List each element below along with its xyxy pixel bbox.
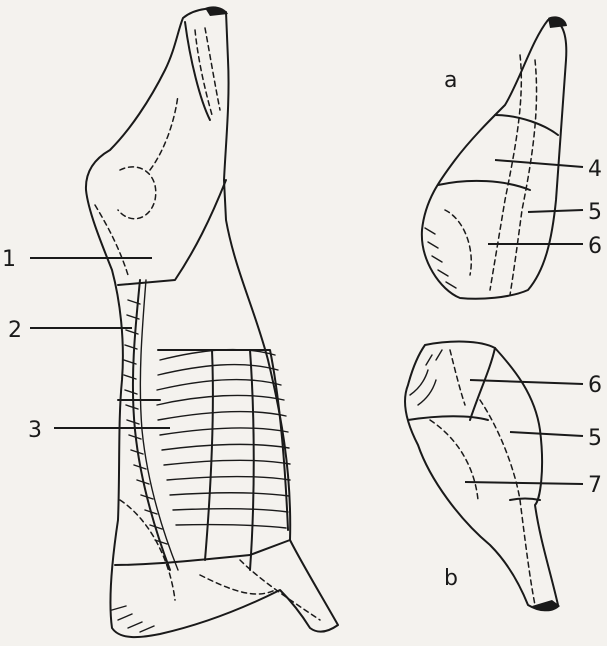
flank-line — [115, 540, 290, 565]
callout-b6: 6 — [588, 373, 602, 398]
callout-b7: 7 — [588, 473, 602, 498]
flank-dash-2 — [200, 575, 275, 594]
leader-a5 — [528, 210, 583, 212]
view-b-cut-line-3 — [510, 499, 540, 501]
leader-b6 — [470, 380, 583, 384]
view-label-a: a — [444, 68, 457, 93]
carcass-outline — [86, 9, 338, 637]
view-a-cut-line — [438, 181, 530, 190]
shank-tip — [205, 6, 228, 16]
callout-b5: 5 — [588, 426, 602, 451]
flank-dash — [120, 500, 175, 600]
view-a-dash-2 — [510, 60, 537, 295]
view-b-cut-line-2 — [470, 348, 495, 420]
shoulder-dash — [118, 167, 156, 219]
shoulder-line — [118, 180, 226, 285]
view-b-dash — [430, 420, 478, 500]
view-a-cut — [422, 16, 567, 298]
leader-b7 — [465, 482, 583, 484]
view-a-vertebrae — [425, 228, 456, 288]
view-b-vertebrae — [410, 350, 442, 405]
rump-stubs — [112, 606, 154, 632]
view-a-cut-line-2 — [495, 115, 558, 135]
view-b-dash-2 — [480, 400, 535, 605]
view-a-outline — [422, 20, 566, 299]
callout-a5: 5 — [588, 200, 602, 225]
shoulder-dash-2 — [150, 95, 178, 170]
callout-3: 3 — [28, 418, 42, 443]
view-a-dash — [490, 55, 521, 290]
callout-1: 1 — [2, 247, 16, 272]
rib-section-outline — [158, 350, 288, 530]
carcass-side — [86, 6, 338, 637]
callout-a6: 6 — [588, 234, 602, 259]
leader-b5 — [510, 432, 583, 436]
spine-line — [133, 280, 170, 570]
leader-a4 — [495, 160, 583, 167]
view-b-cut-line — [408, 416, 488, 420]
view-a-tip — [548, 16, 567, 28]
view-label-b: b — [444, 566, 458, 591]
view-b-dash-3 — [450, 350, 465, 405]
callout-a4: 4 — [588, 157, 602, 182]
callout-2: 2 — [8, 318, 22, 343]
ribs — [157, 350, 290, 528]
neck-dash-2 — [205, 28, 220, 110]
view-a-dash-3 — [445, 210, 471, 275]
